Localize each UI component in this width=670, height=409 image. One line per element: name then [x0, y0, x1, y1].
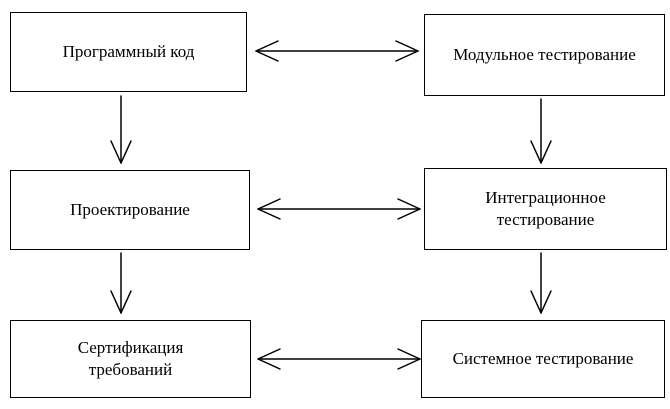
arrow-design-to-certification: [110, 252, 132, 314]
node-requirements-certification-line2: требований: [88, 360, 173, 379]
node-integration-testing-line1: Интеграционное: [485, 187, 606, 207]
node-design-label: Проектирование: [70, 199, 190, 219]
node-system-testing: Системное тестирование: [421, 320, 665, 398]
node-unit-testing-label: Модульное тестирование: [453, 44, 636, 64]
node-system-testing-label: Системное тестирование: [452, 348, 634, 368]
node-unit-testing: Модульное тестирование: [424, 14, 665, 96]
arrow-code-unit-bidirectional: [255, 40, 419, 62]
node-requirements-certification: Сертификация требований: [10, 320, 251, 398]
node-program-code: Программный код: [10, 12, 247, 92]
arrow-design-integration-bidirectional: [257, 198, 421, 220]
arrow-code-to-design: [110, 95, 132, 164]
node-program-code-label: Программный код: [62, 41, 195, 61]
arrow-unit-to-integration: [530, 98, 552, 164]
node-requirements-certification-line1: Сертификация: [77, 337, 184, 357]
arrow-integration-to-system: [530, 252, 552, 314]
node-design: Проектирование: [10, 170, 250, 250]
node-integration-testing-line2: тестирование: [496, 210, 595, 229]
node-integration-testing: Интеграционное тестирование: [424, 168, 667, 250]
arrow-certification-system-bidirectional: [257, 348, 421, 370]
